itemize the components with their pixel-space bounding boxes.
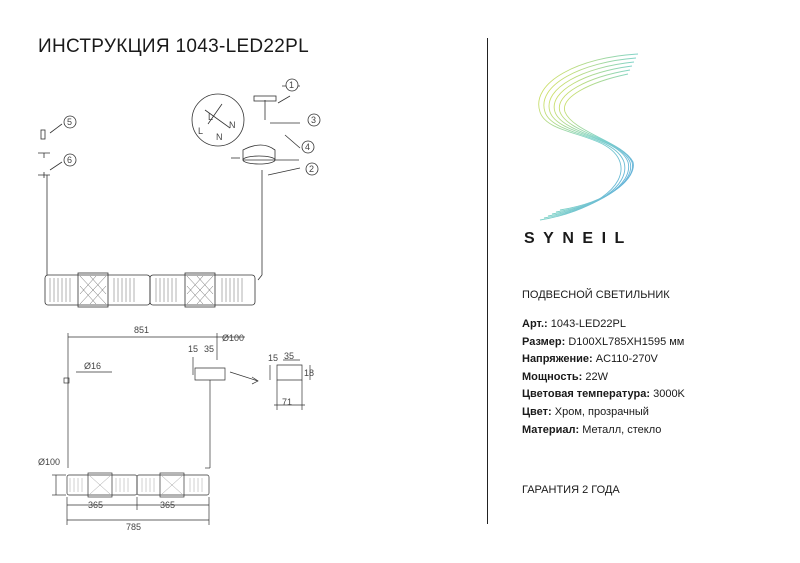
wire-label-n2: N xyxy=(216,132,223,142)
dim-detail-18: 18 xyxy=(304,368,314,378)
bottom-canopy xyxy=(194,367,226,381)
bottom-knurl-right xyxy=(159,472,185,498)
callout-6 xyxy=(63,153,77,167)
callout-2 xyxy=(305,162,319,176)
spec-material: Материал: Металл, стекло xyxy=(522,423,662,436)
spec-size: Размер: D100XL785XH1595 мм xyxy=(522,335,685,348)
dim-cable-d16: Ø16 xyxy=(84,361,101,371)
callout-1 xyxy=(285,78,299,92)
dim-detail-71: 71 xyxy=(282,397,292,407)
callout-4-label: 4 xyxy=(305,142,310,152)
assembly-drawing: 5 6 1 3 4 2 L N L N xyxy=(38,78,321,532)
spec-color-temp: Цветовая температура: 3000K xyxy=(522,388,685,401)
dim-canopy-15: 15 xyxy=(188,344,198,354)
bottom-tube-left xyxy=(66,474,138,496)
part-6-clamp-b xyxy=(38,172,50,178)
wiring-detail-circle xyxy=(191,93,245,147)
dim-365-right: 365 xyxy=(160,500,175,510)
dim-canopy-d100: Ø100 xyxy=(222,333,244,343)
callout-2-label: 2 xyxy=(309,164,314,174)
dim-851: 851 xyxy=(134,325,149,335)
wire-label-l2: L xyxy=(198,126,203,136)
part-6-clamp-a xyxy=(38,152,50,158)
callout-5-label: 5 xyxy=(67,117,72,127)
part-5-cap xyxy=(40,129,46,140)
page-title: ИНСТРУКЦИЯ 1043-LED22PL xyxy=(38,36,310,57)
callout-5 xyxy=(63,115,77,129)
callout-4 xyxy=(301,140,315,154)
callout-1-label: 1 xyxy=(289,80,294,90)
dim-body-d100: Ø100 xyxy=(38,457,60,467)
knurl-left xyxy=(77,272,109,308)
callout-3-label: 3 xyxy=(311,115,316,125)
product-type: ПОДВЕСНОЙ СВЕТИЛЬНИК xyxy=(522,289,670,301)
spec-color: Цвет: Хром, прозрачный xyxy=(522,405,649,418)
dim-365-left: 365 xyxy=(88,500,103,510)
dim-785: 785 xyxy=(126,522,141,532)
vertical-divider xyxy=(487,38,488,524)
dim-detail-35: 35 xyxy=(284,351,294,361)
bottom-knurl-left xyxy=(87,472,113,498)
brand-name: SYNEIL xyxy=(524,230,633,247)
canopy xyxy=(242,144,276,161)
wire-label-n1: N xyxy=(229,120,236,130)
knurl-right xyxy=(184,272,216,308)
tube-right xyxy=(149,274,256,306)
bottom-tube-right xyxy=(136,474,210,496)
detail-canopy xyxy=(276,364,303,381)
warranty: ГАРАНТИЯ 2 ГОДА xyxy=(522,484,620,496)
dim-detail-15: 15 xyxy=(268,353,278,363)
callout-6-label: 6 xyxy=(67,155,72,165)
callout-3 xyxy=(307,113,321,127)
spec-list: Арт.: 1043-LED22PL Размер: D100XL785XH15… xyxy=(522,316,685,439)
syneil-logo-icon xyxy=(538,53,639,221)
dim-canopy-35: 35 xyxy=(204,344,214,354)
spec-power: Мощность: 22W xyxy=(522,370,608,383)
spec-voltage: Напряжение: AC110-270V xyxy=(522,353,658,366)
spec-article: Арт.: 1043-LED22PL xyxy=(522,318,626,330)
wire-label-l1: L xyxy=(208,112,213,122)
